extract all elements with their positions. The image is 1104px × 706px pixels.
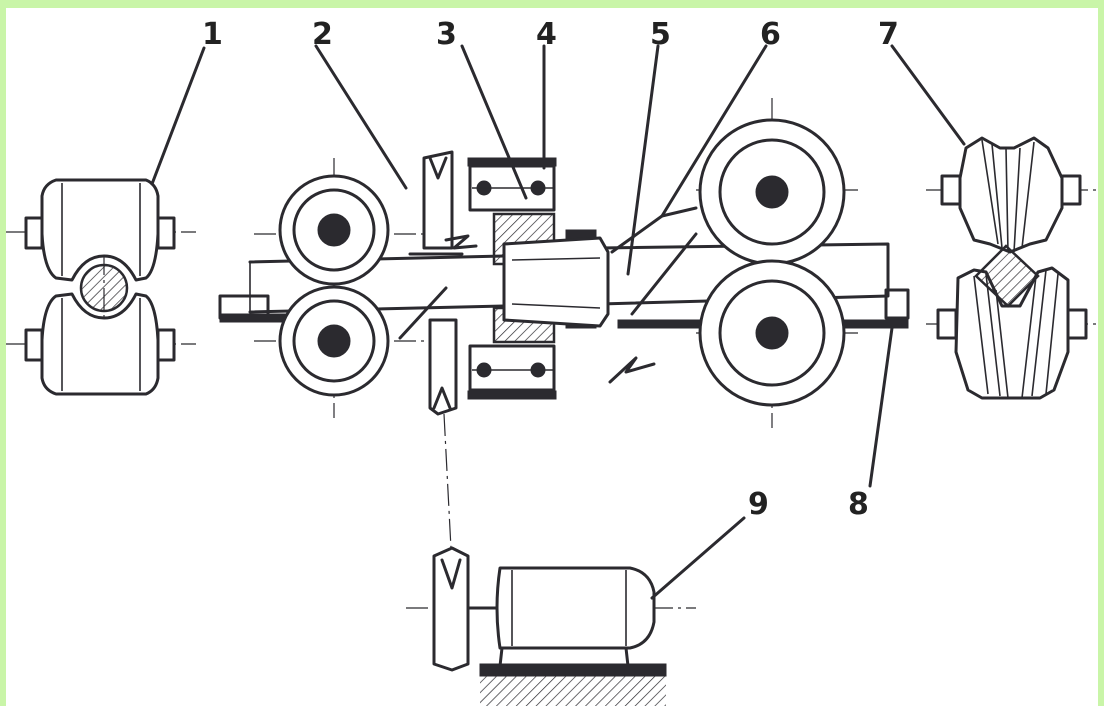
bearing-housing bbox=[460, 44, 610, 400]
guide-leaders bbox=[608, 44, 768, 384]
left-feed-rollers bbox=[254, 158, 426, 418]
label-9: 9 bbox=[748, 487, 769, 522]
label-2: 2 bbox=[312, 17, 333, 52]
label-7: 7 bbox=[878, 17, 899, 52]
diagram-frame: 1 2 3 4 5 6 7 8 9 bbox=[6, 8, 1098, 706]
round-pass-rolls bbox=[6, 46, 206, 396]
label-3: 3 bbox=[436, 17, 457, 52]
label-4: 4 bbox=[536, 17, 557, 52]
right-work-rolls bbox=[696, 98, 894, 488]
rolling-mill-diagram: 1 2 3 4 5 6 7 8 9 bbox=[6, 17, 1098, 706]
spindle-pulley bbox=[314, 44, 478, 569]
label-6: 6 bbox=[760, 17, 781, 52]
label-5: 5 bbox=[650, 17, 671, 52]
label-8: 8 bbox=[848, 487, 869, 522]
diamond-pass-rolls bbox=[890, 44, 1098, 400]
drive-motor bbox=[406, 516, 746, 706]
part-labels: 1 2 3 4 5 6 7 8 9 bbox=[202, 17, 899, 522]
label-1: 1 bbox=[202, 17, 223, 52]
